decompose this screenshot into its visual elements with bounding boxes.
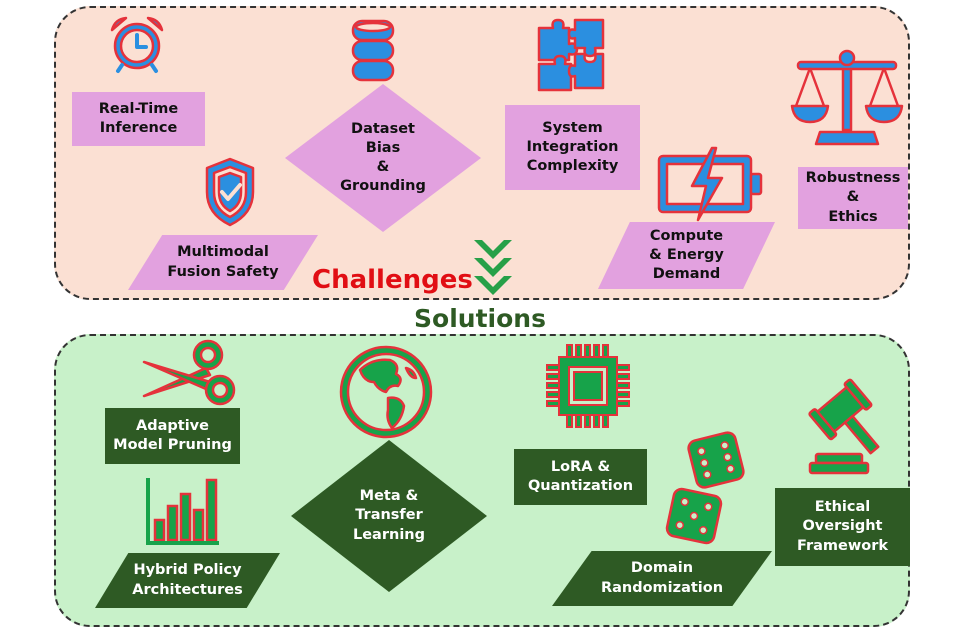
challenge-box-real-time-inference: Real-Time Inference <box>72 92 205 146</box>
alarm-clock-icon <box>106 12 168 74</box>
battery-bolt-icon <box>656 146 764 222</box>
gavel-icon <box>808 378 890 476</box>
chevron-down-icon <box>474 240 512 298</box>
solution-box-domain-randomization: Domain Randomization <box>552 551 772 606</box>
solutions-heading: Solutions <box>414 304 546 333</box>
solution-box-adaptive-pruning: Adaptive Model Pruning <box>105 408 240 464</box>
challenge-box-robustness-ethics: Robustness & Ethics <box>798 167 908 229</box>
solution-box-ethical-oversight: Ethical Oversight Framework <box>775 488 910 566</box>
database-icon <box>350 17 396 83</box>
balance-scale-icon <box>788 44 906 148</box>
challenge-box-system-integration: System Integration Complexity <box>505 105 640 190</box>
puzzle-icon <box>535 14 607 94</box>
dice-icon <box>660 426 752 550</box>
globe-icon <box>338 344 434 440</box>
bar-chart-icon <box>145 476 221 548</box>
solution-box-lora-quantization: LoRA & Quantization <box>514 449 647 505</box>
solution-box-hybrid-policy: Hybrid Policy Architectures <box>95 553 280 608</box>
shield-check-icon <box>204 156 256 228</box>
chip-icon <box>545 343 631 429</box>
scissors-icon <box>140 338 236 410</box>
challenge-box-multimodal-fusion: Multimodal Fusion Safety <box>128 235 318 290</box>
challenges-heading: Challenges <box>312 265 473 295</box>
challenge-box-compute-energy: Compute & Energy Demand <box>598 222 775 289</box>
